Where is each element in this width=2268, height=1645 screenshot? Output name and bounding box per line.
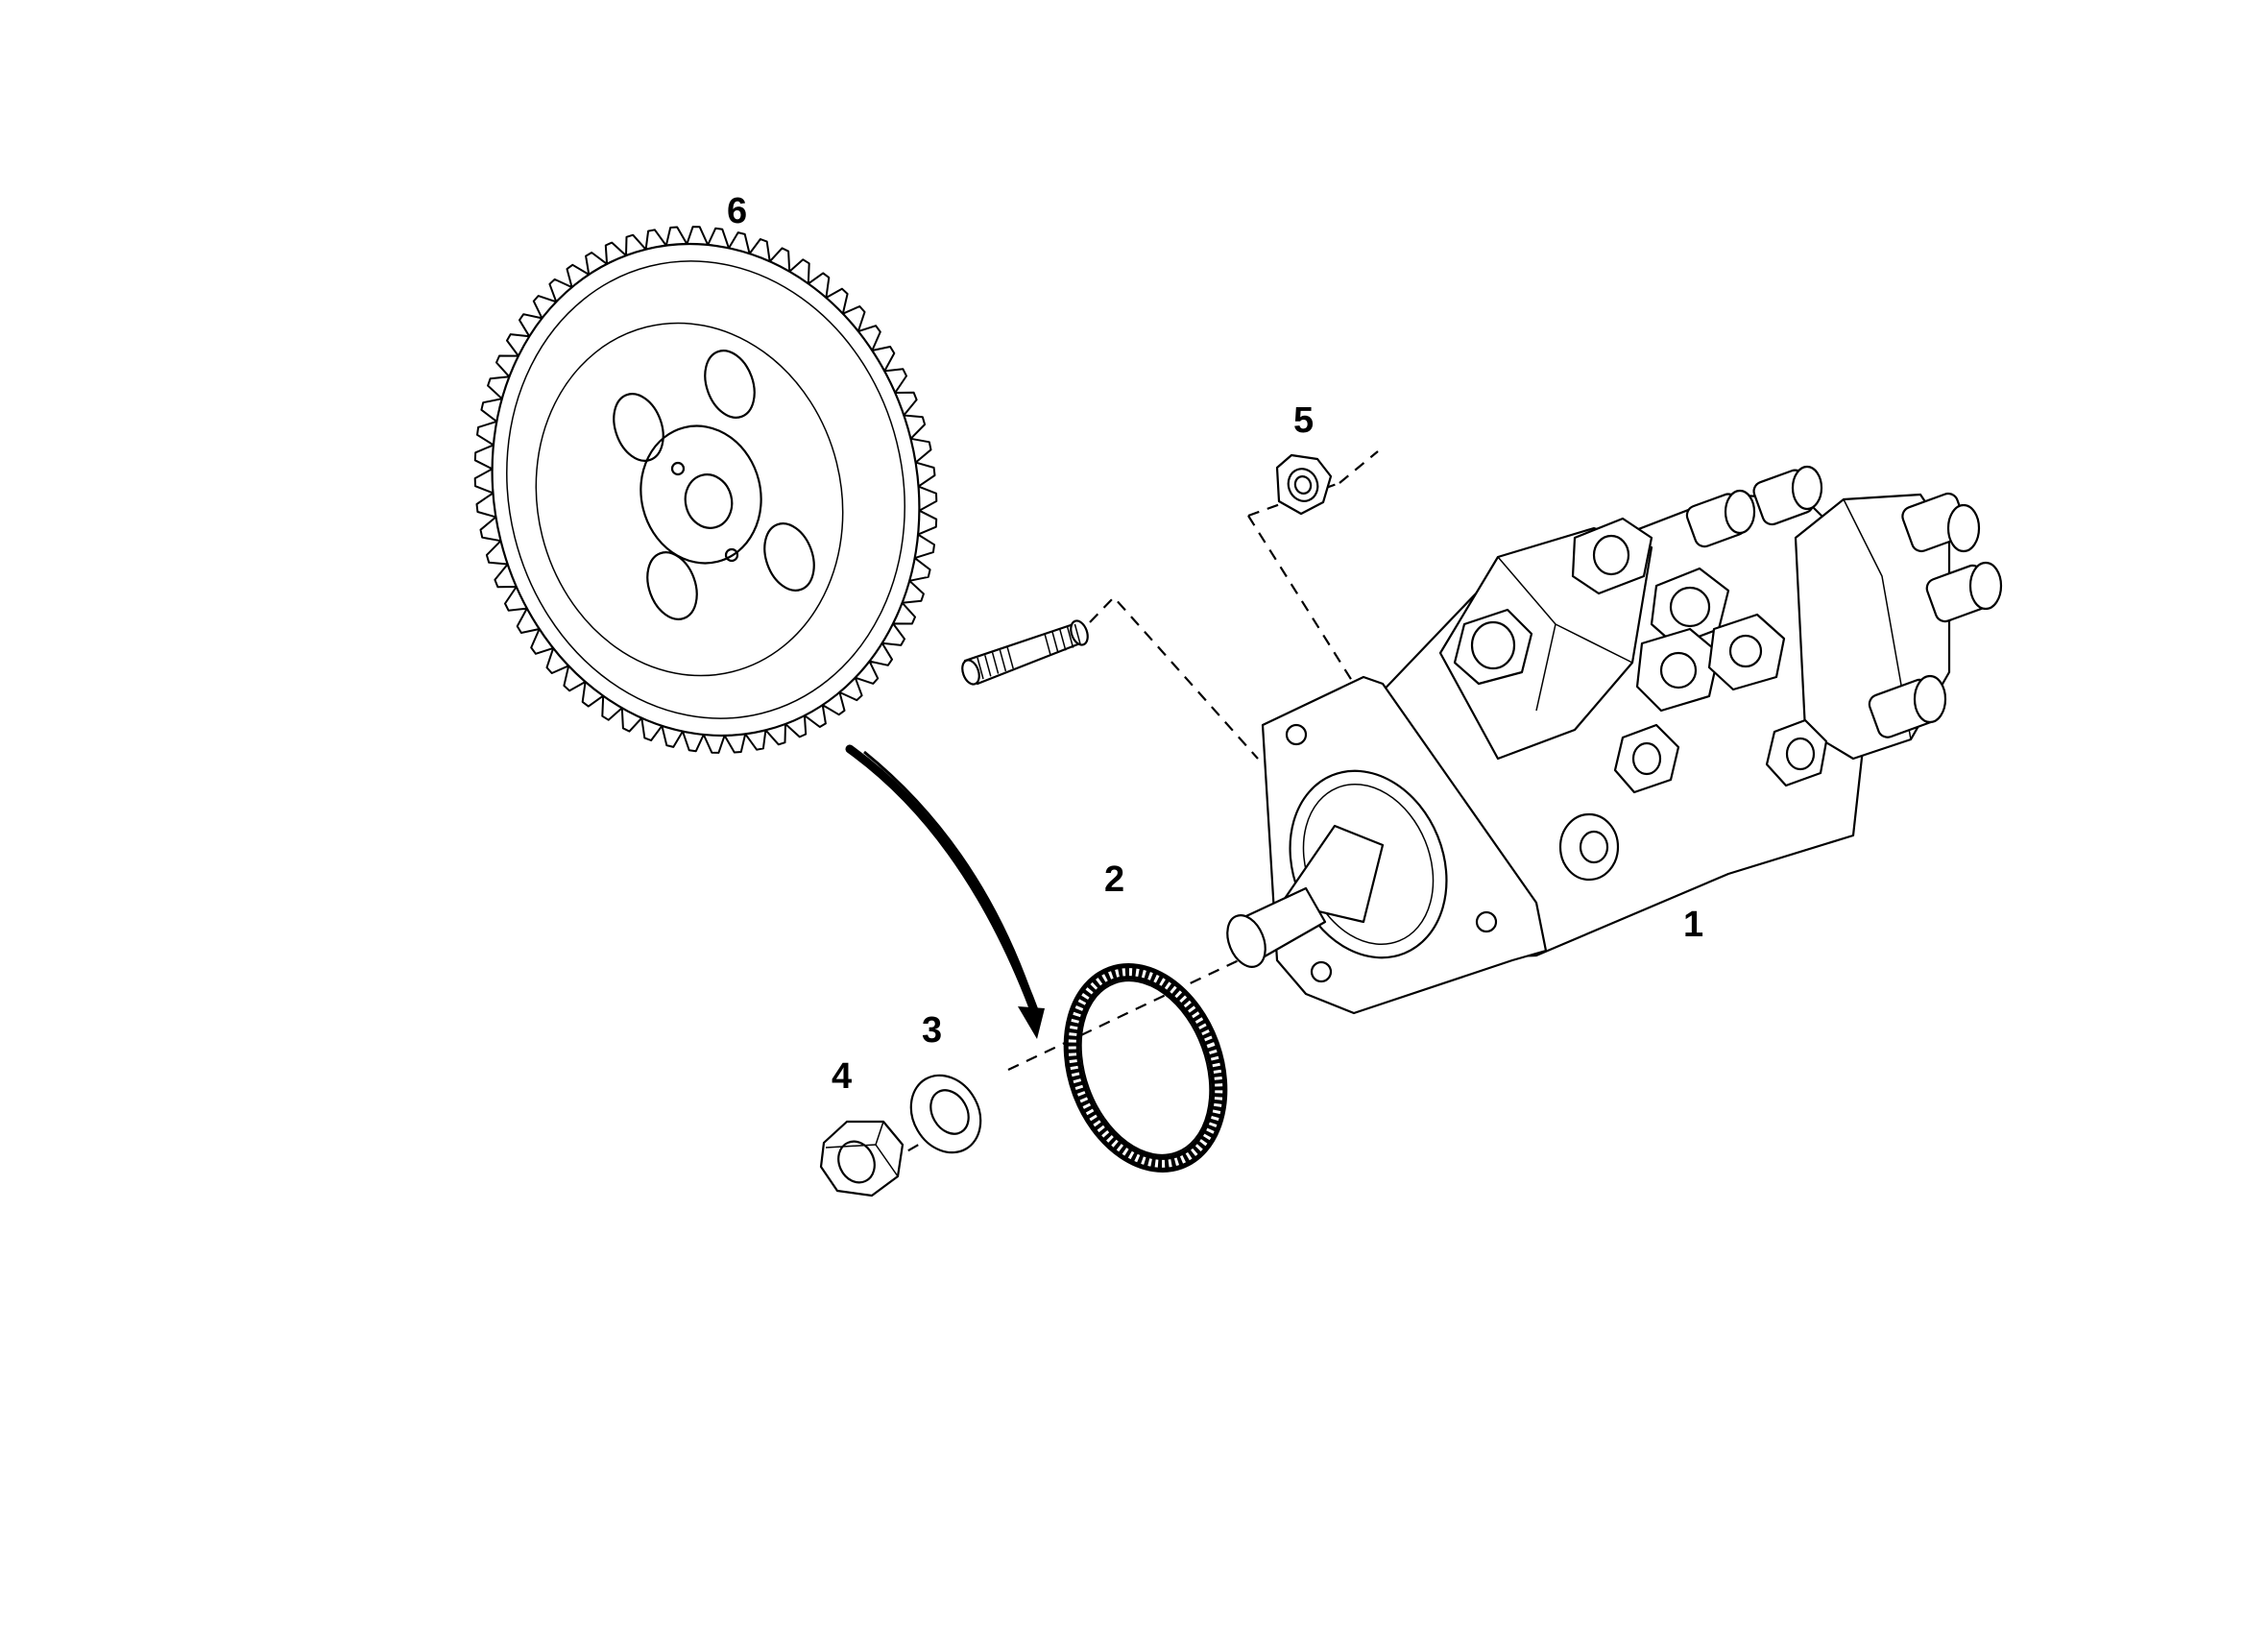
stud-bolt xyxy=(961,619,1089,686)
stud-thread xyxy=(1066,626,1074,648)
callout-1: 1 xyxy=(1683,905,1703,945)
stud-thread xyxy=(977,657,984,680)
stud-thread xyxy=(1074,623,1082,646)
callout-4: 4 xyxy=(832,1056,852,1097)
seal-ring xyxy=(1063,963,1228,1173)
installation-arrow xyxy=(845,744,1045,1039)
stud-thread xyxy=(1006,647,1014,669)
callout-6: 6 xyxy=(727,191,747,231)
hex-nut xyxy=(819,1120,905,1197)
stud-thread xyxy=(999,649,1007,672)
stud-thread xyxy=(1044,634,1051,656)
stud-thread xyxy=(1051,631,1059,654)
callout-2: 2 xyxy=(1104,859,1124,900)
flange-nut xyxy=(1275,453,1333,516)
stud-thread xyxy=(991,652,1000,674)
callout-5: 5 xyxy=(1293,400,1314,441)
stud-thread xyxy=(1059,629,1067,651)
washer xyxy=(909,1074,982,1154)
callout-3: 3 xyxy=(922,1010,942,1051)
drive-gear xyxy=(473,226,938,754)
injection-pump xyxy=(1226,465,2003,1015)
stud-thread xyxy=(984,655,992,677)
